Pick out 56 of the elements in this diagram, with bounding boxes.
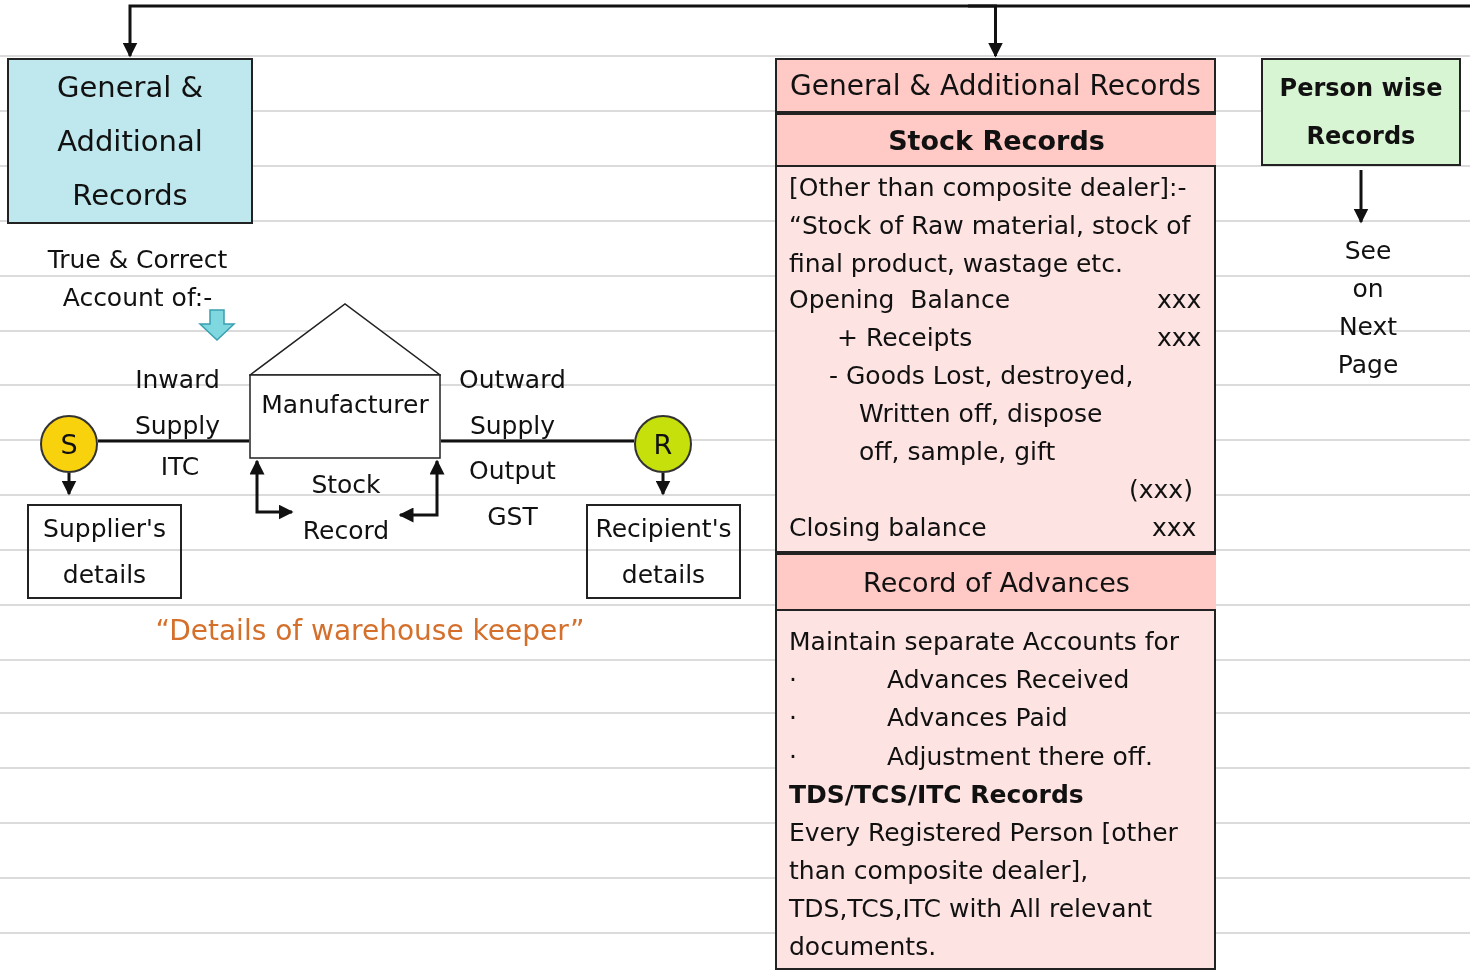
panel-text: ·	[789, 664, 797, 696]
line-label: Output GST	[468, 455, 557, 533]
section-heading: Record of Advances	[777, 555, 1216, 611]
house-shape	[249, 303, 441, 459]
panel-text: xxx	[1157, 322, 1202, 354]
panel-text: ·	[789, 741, 797, 773]
arrow	[398, 459, 445, 523]
line-label: ITC	[159, 451, 201, 483]
note-text: “Details of warehouse keeper”	[154, 613, 586, 649]
record-panel	[775, 553, 1216, 970]
panel-text: [Other than composite dealer]:- “Stock of Raw material, stock of final product, wastage etc.	[789, 172, 1192, 280]
panel-text: (xxx)	[1129, 474, 1193, 506]
arrow	[640, 4, 1003, 58]
panel-text: xxx	[1157, 284, 1202, 316]
arrow	[655, 473, 671, 496]
panel-text: ·	[789, 702, 797, 734]
record-box	[7, 58, 253, 224]
panel-text: Opening Balance	[789, 284, 1011, 316]
panel-text: xxx	[1152, 512, 1197, 544]
panel-text: Adjustment there off.	[887, 741, 1154, 773]
connector-line	[441, 439, 634, 443]
circle-node	[40, 415, 98, 473]
circle-node	[634, 415, 692, 473]
panel-text: Maintain separate Accounts for	[789, 626, 1180, 658]
panel-text: + Receipts	[837, 322, 973, 354]
node-text: Stock Record	[301, 469, 391, 547]
node-text: Person wise Records	[1278, 73, 1444, 152]
node-text: Manufacturer	[260, 389, 430, 421]
circle-letter: S	[59, 428, 79, 462]
details-box	[27, 504, 182, 599]
node-text: Supplier's details	[42, 512, 167, 591]
panel-text: Closing balance	[789, 512, 987, 544]
line-label: Outward Supply	[458, 364, 567, 442]
arrow	[1353, 170, 1369, 224]
block-arrow	[198, 309, 236, 342]
node-text: General & Additional Records	[55, 69, 205, 214]
record-panel	[775, 113, 1216, 553]
node-text: Recipient's details	[594, 512, 733, 591]
section-heading: Stock Records	[777, 115, 1216, 167]
arrow	[249, 459, 294, 520]
arrow	[61, 473, 77, 496]
connector-line	[98, 439, 249, 443]
node-text: See on Next Page	[1336, 235, 1400, 381]
panel-text: Advances Received	[887, 664, 1130, 696]
panel-text: - Goods Lost, destroyed, Written off, dispose off, sample, gift	[829, 360, 1135, 468]
circle-letter: R	[652, 428, 674, 462]
node-text: True & Correct Account of:-	[46, 244, 229, 314]
panel-text: Advances Paid	[887, 702, 1068, 734]
node-text: General & Additional Records	[789, 67, 1202, 104]
details-box	[586, 504, 741, 599]
record-box	[1261, 58, 1461, 166]
panel-text: Every Registered Person [other than composite dealer], TDS,TCS,ITC with All relevant documents.	[789, 817, 1179, 963]
arrow	[122, 4, 640, 58]
line-label: Inward Supply	[133, 364, 222, 442]
record-box	[775, 58, 1216, 113]
panel-text: TDS/TCS/ITC Records	[789, 779, 1084, 811]
